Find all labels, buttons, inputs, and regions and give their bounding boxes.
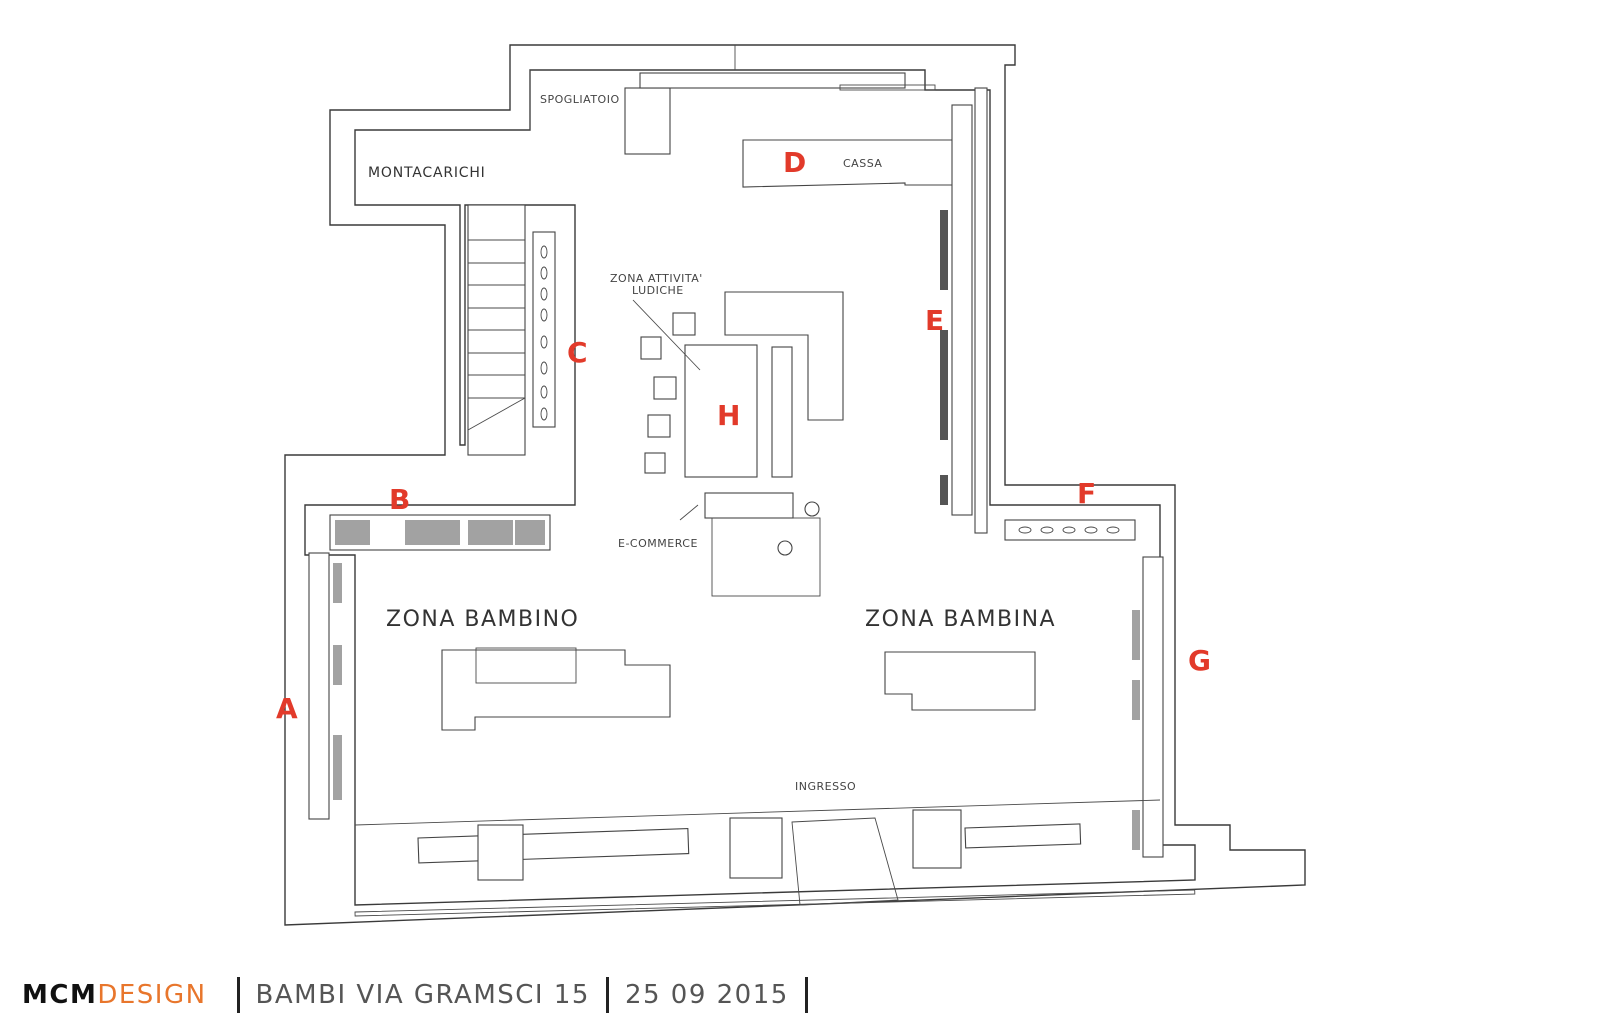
zone-letter-c: C (567, 336, 588, 369)
shelf-e-rack (940, 475, 948, 505)
display-box (477, 824, 524, 881)
shelf-e-back (974, 87, 988, 534)
front-glass (354, 889, 1196, 917)
shelf-a-rack (333, 645, 342, 685)
spogliatoio-partition (624, 87, 671, 155)
counter-strip (839, 84, 936, 91)
zone-letter-f: F (1077, 477, 1096, 510)
shelf-g-rack (1132, 610, 1140, 660)
shelf-g-rack (1132, 810, 1140, 850)
brand-mcm: MCM (22, 980, 98, 1010)
label-ecommerce: E-COMMERCE (618, 537, 698, 550)
shelf-g (1142, 556, 1164, 858)
separator (804, 977, 808, 1013)
label-spogliatoio: SPOGLIATOIO (540, 93, 620, 106)
shelf-f (1004, 519, 1136, 541)
leader-line (632, 299, 701, 371)
activity-stool (640, 336, 662, 360)
project-date: 25 09 2015 (624, 980, 789, 1010)
project-name: BAMBI VIA GRAMSCI 15 (255, 980, 590, 1010)
counter-top (639, 72, 906, 89)
activity-stool (644, 452, 666, 474)
label-ludiche: LUDICHE (632, 284, 684, 297)
ecommerce-desk (704, 492, 794, 519)
label-ingresso: INGRESSO (795, 780, 856, 793)
zone-letter-a: A (276, 692, 298, 725)
shelf-a-rack (333, 735, 342, 800)
brand-design: DESIGN (97, 980, 207, 1010)
outer-wall (284, 44, 1306, 926)
activity-stool (672, 312, 696, 336)
bambino-island (441, 649, 671, 731)
activity-stool (653, 376, 677, 400)
front-inner-line (354, 799, 1161, 826)
label-zona-bambino: ZONA BAMBINO (386, 607, 579, 632)
zone-letter-d: D (783, 146, 806, 179)
shelf-g-rack (1132, 680, 1140, 720)
shelf-b-rack (468, 520, 513, 545)
zone-letter-e: E (925, 304, 944, 337)
shelf-e-rack (940, 330, 948, 440)
shelf-c (532, 231, 556, 428)
activity-stool (647, 414, 671, 438)
shelf-a-rack (333, 563, 342, 603)
shelf-e-rack (940, 210, 948, 290)
activity-l-bench (724, 291, 844, 421)
label-zona-bambina: ZONA BAMBINA (865, 607, 1056, 632)
window-display-right (964, 823, 1082, 849)
activity-shelf (771, 346, 793, 478)
display-box (729, 817, 783, 879)
ecommerce-area (711, 517, 821, 597)
bambino-island-top (475, 647, 577, 684)
label-cassa: CASSA (843, 157, 882, 170)
shelf-c-items (540, 245, 548, 421)
label-zona-attivita: ZONA ATTIVITA' (610, 272, 703, 285)
shelf-e-unit (951, 104, 973, 516)
leader-line (679, 504, 699, 521)
zone-letter-h: H (717, 399, 740, 432)
person-icon (804, 501, 820, 517)
shelf-b-rack (515, 520, 545, 545)
stair-steps (467, 239, 526, 431)
entrance-door (791, 817, 899, 906)
label-montacarichi: MONTACARICHI (368, 165, 486, 181)
display-box (912, 809, 962, 869)
shelf-f-items (1018, 526, 1120, 534)
zone-letter-g: G (1188, 644, 1211, 677)
person-icon (777, 540, 793, 556)
inner-wall (304, 69, 1196, 906)
zone-letter-b: B (389, 483, 410, 516)
shelf-a (308, 552, 330, 820)
separator (236, 977, 240, 1013)
separator (605, 977, 609, 1013)
shelf-b-rack (335, 520, 370, 545)
window-display-left (417, 828, 690, 864)
shelf-b-rack (405, 520, 460, 545)
bambina-island (884, 651, 1036, 711)
